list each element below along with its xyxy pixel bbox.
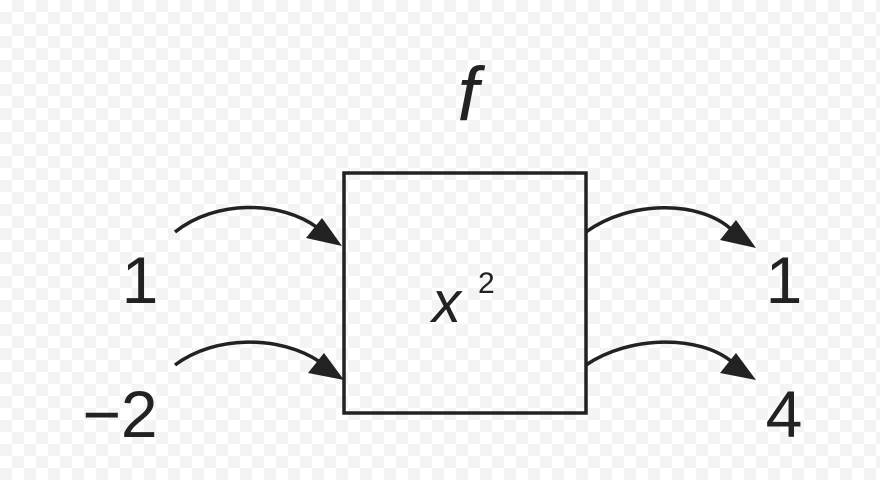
input-arrow-1 [173, 205, 342, 246]
output-value-1: 1 [766, 243, 803, 317]
output-arrow-2 [585, 340, 756, 380]
function-rule-base: x [429, 270, 463, 335]
function-name: f [457, 52, 485, 137]
output-value-2: 4 [766, 377, 803, 451]
input-value-1: 1 [122, 243, 159, 317]
input-value-2: −2 [82, 377, 157, 451]
function-box [342, 171, 588, 415]
function-rule-exponent: 2 [478, 267, 495, 300]
input-arrow-2 [173, 340, 344, 380]
output-arrow-1 [584, 206, 756, 248]
